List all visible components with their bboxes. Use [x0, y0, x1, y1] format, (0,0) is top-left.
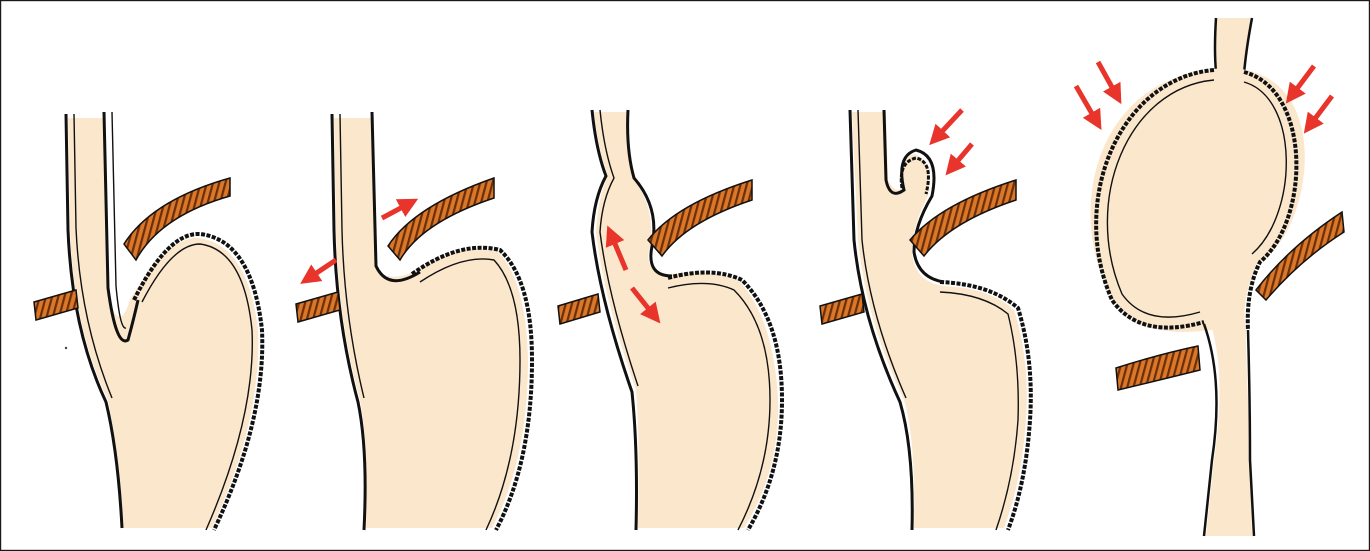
arrow-5b	[1098, 62, 1118, 98]
esophagus-tube-3	[594, 112, 778, 528]
arrow-5a	[1076, 86, 1098, 124]
diaphragm-lower-1	[34, 290, 78, 320]
arrow-5c	[1290, 66, 1314, 98]
arrow-2b	[306, 260, 336, 280]
arrow-4a	[934, 110, 962, 140]
panel-1	[34, 112, 262, 530]
panel-5	[1076, 18, 1344, 536]
panel-2	[296, 112, 532, 530]
esophagus-top-left-wall-5	[1215, 18, 1216, 72]
arrow-5d	[1308, 96, 1332, 128]
arrow-2a	[382, 202, 412, 218]
diaphragm-lower-3	[558, 294, 600, 324]
arrow-4b	[950, 144, 972, 170]
hiatus-fold-inner-1	[112, 112, 126, 328]
panel-4	[820, 110, 1031, 530]
esophagus-tube-2	[334, 118, 528, 528]
diaphragm-lower-4	[820, 294, 864, 324]
diaphragm-lower-5	[1116, 346, 1200, 390]
diaphragm-upper-3	[648, 180, 752, 256]
panel-3	[558, 110, 782, 530]
diaphragm-lower-2	[296, 292, 340, 322]
stray-dot	[65, 347, 67, 349]
